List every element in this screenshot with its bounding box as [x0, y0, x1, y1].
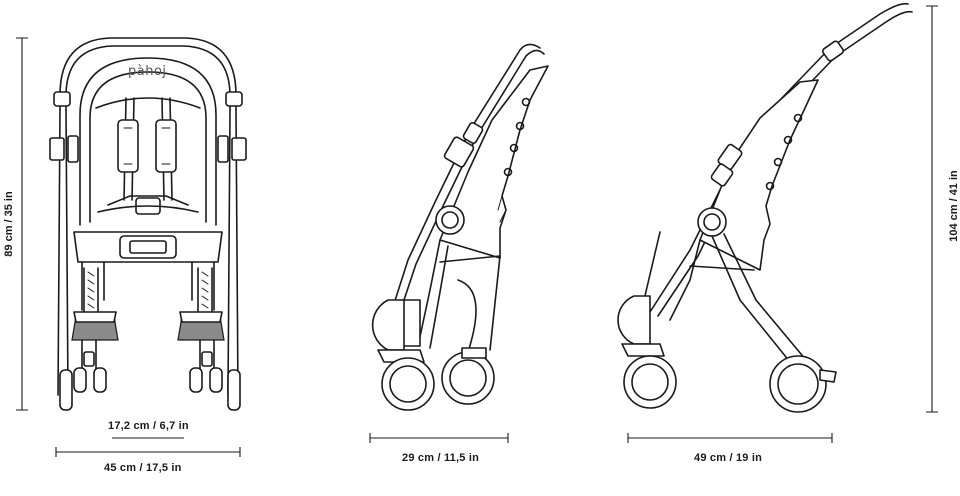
front-height-label: 89 cm / 35 in	[3, 191, 15, 257]
open-depth-label: 49 cm / 19 in	[694, 452, 763, 464]
brand-logo: pàhoj	[128, 64, 167, 79]
dimension-lines	[16, 5, 938, 457]
open-height-label: 104 cm / 41 in	[948, 170, 960, 242]
folded-depth-label: 29 cm / 11,5 in	[402, 452, 479, 464]
open-side-view-stroller	[617, 2, 913, 413]
front-width-label: 45 cm / 17,5 in	[104, 462, 182, 474]
front-view-stroller	[49, 37, 247, 411]
front-inner-width-label: 17,2 cm / 6,7 in	[108, 420, 189, 432]
folded-side-view-stroller	[371, 43, 549, 411]
